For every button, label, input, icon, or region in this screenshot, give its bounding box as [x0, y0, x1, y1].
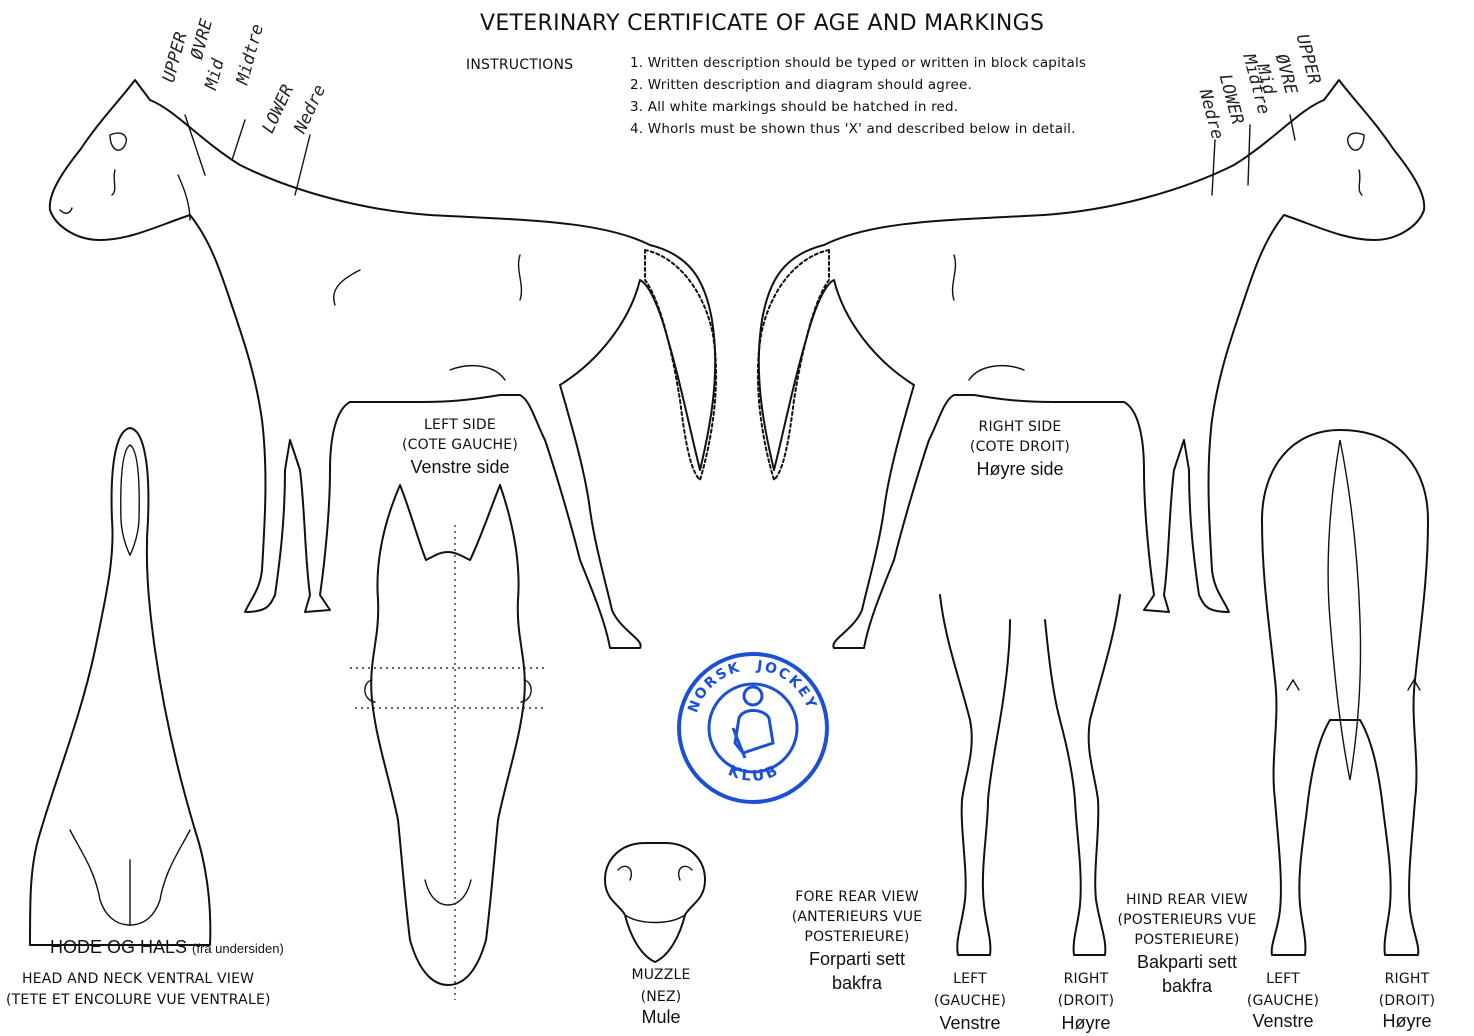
- right-side-fr: (COTE DROIT): [970, 440, 1070, 455]
- instruction-item: 1. Written description should be typed o…: [630, 56, 1086, 78]
- instruction-item: 2. Written description and diagram shoul…: [630, 78, 1086, 100]
- instructions-list: 1. Written description should be typed o…: [630, 56, 1086, 144]
- certificate-title: VETERINARY CERTIFICATE OF AGE AND MARKIN…: [480, 12, 1044, 36]
- right-side-horse-outline: [758, 80, 1424, 648]
- instructions-label: INSTRUCTIONS: [466, 58, 573, 73]
- hind-right-en: RIGHT: [1385, 972, 1430, 987]
- fore-right-no: Høyre: [1062, 1014, 1111, 1034]
- left-side-horse-outline: [50, 80, 716, 648]
- hind-rear-no2: bakfra: [1162, 977, 1212, 997]
- hind-left-fr: (GAUCHE): [1247, 994, 1319, 1009]
- instruction-item: 4. Whorls must be shown thus 'X' and des…: [630, 122, 1086, 144]
- stamp-jockey-head: [744, 687, 762, 705]
- norsk-jockey-klub-stamp: NORSK JOCKEY KLUB: [673, 648, 833, 808]
- left-side-en: LEFT SIDE: [424, 418, 496, 433]
- fore-right-fr: (DROIT): [1058, 994, 1115, 1009]
- right-side-en: RIGHT SIDE: [979, 420, 1062, 435]
- stamp-inner-ring: [709, 684, 797, 772]
- fore-rear-en: FORE REAR VIEW: [795, 890, 919, 905]
- left-side-no: Venstre side: [410, 458, 509, 478]
- head-neck-fr: (TETE ET ENCOLURE VUE VENTRALE): [6, 993, 271, 1008]
- muzzle-fr: (NEZ): [641, 990, 682, 1005]
- frontal-head-outline: [365, 485, 531, 985]
- fore-rear-fr2: POSTERIEURE): [804, 930, 909, 945]
- head-neck-no-note: (fra undersiden): [192, 941, 284, 956]
- head-neck-en: HEAD AND NECK VENTRAL VIEW: [22, 972, 254, 987]
- hind-right-no: Høyre: [1383, 1012, 1432, 1032]
- hind-rear-en: HIND REAR VIEW: [1126, 893, 1248, 908]
- fore-left-en: LEFT: [953, 972, 987, 987]
- muzzle-en: MUZZLE: [631, 968, 690, 983]
- fore-left-fr: (GAUCHE): [934, 994, 1006, 1009]
- hind-right-fr: (DROIT): [1379, 994, 1436, 1009]
- right-side-no: Høyre side: [976, 460, 1063, 480]
- muzzle-no: Mule: [641, 1008, 680, 1028]
- hind-rear-fr2: POSTERIEURE): [1134, 933, 1239, 948]
- instruction-item: 3. All white markings should be hatched …: [630, 100, 1086, 122]
- head-neck-no-label: HODE OG HALS (fra undersiden): [50, 938, 284, 958]
- muzzle-outline: [605, 843, 705, 962]
- fore-rear-no1: Forparti sett: [809, 950, 905, 970]
- hind-rear-no1: Bakparti sett: [1137, 953, 1237, 973]
- head-neck-ventral-outline: [30, 428, 210, 945]
- fore-rear-no2: bakfra: [832, 974, 882, 994]
- hind-left-no: Venstre: [1252, 1012, 1313, 1032]
- frontal-head-guides: [350, 525, 545, 1000]
- hind-left-en: LEFT: [1266, 972, 1300, 987]
- hind-rear-outline: [1262, 430, 1428, 955]
- hind-rear-fr1: (POSTERIEURS VUE: [1117, 913, 1256, 928]
- fore-right-en: RIGHT: [1064, 972, 1109, 987]
- left-side-fr: (COTE GAUCHE): [402, 438, 518, 453]
- head-neck-no: HODE OG HALS: [50, 937, 187, 957]
- fore-left-no: Venstre: [939, 1014, 1000, 1034]
- stamp-text-bottom: KLUB: [726, 760, 783, 785]
- fore-rear-fr1: (ANTERIEURS VUE: [792, 910, 923, 925]
- fore-rear-legs-outline: [940, 595, 1120, 955]
